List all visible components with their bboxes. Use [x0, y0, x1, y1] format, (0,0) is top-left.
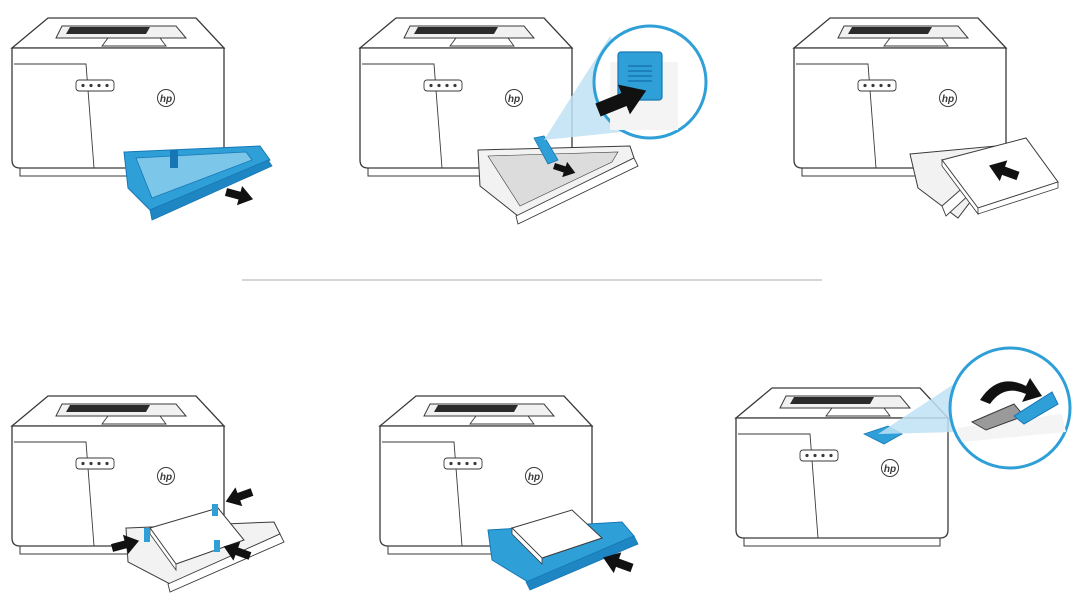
hp-logo: hp: [160, 472, 172, 483]
hp-logo: hp: [884, 464, 896, 475]
hp-logo: hp: [528, 472, 540, 483]
output-flap-raised: [1013, 391, 1059, 425]
step-5-close-tray: hp: [379, 395, 639, 591]
side-guide-back: [212, 504, 218, 516]
step-4-adjust-guides: hp: [11, 395, 285, 593]
flip-up-arrow-icon: [980, 378, 1042, 404]
step-1-pull-out-tray: hp: [11, 17, 273, 221]
paper-stack: [511, 509, 603, 565]
side-guide-front: [214, 540, 220, 552]
hp-logo: hp: [160, 94, 172, 105]
callout-beam: [878, 380, 960, 434]
hp-logo: hp: [942, 94, 954, 105]
latch-callout: [592, 24, 708, 140]
tray-guide: [533, 135, 559, 165]
pull-arrow-icon: [223, 182, 256, 209]
side-guide-left: [144, 528, 150, 542]
step-6-raise-output-stop: hp: [735, 346, 1072, 547]
tray-guide: [170, 150, 178, 168]
paper-stack: [149, 507, 245, 572]
step-3-insert-paper: hp: [793, 17, 1059, 219]
guide-arrow-back-icon: [222, 482, 256, 511]
step-2-slide-tray-guide: hp: [359, 17, 708, 225]
output-flap-callout: [948, 346, 1072, 470]
press-arrow-icon: [595, 84, 647, 117]
hp-logo: hp: [508, 94, 520, 105]
